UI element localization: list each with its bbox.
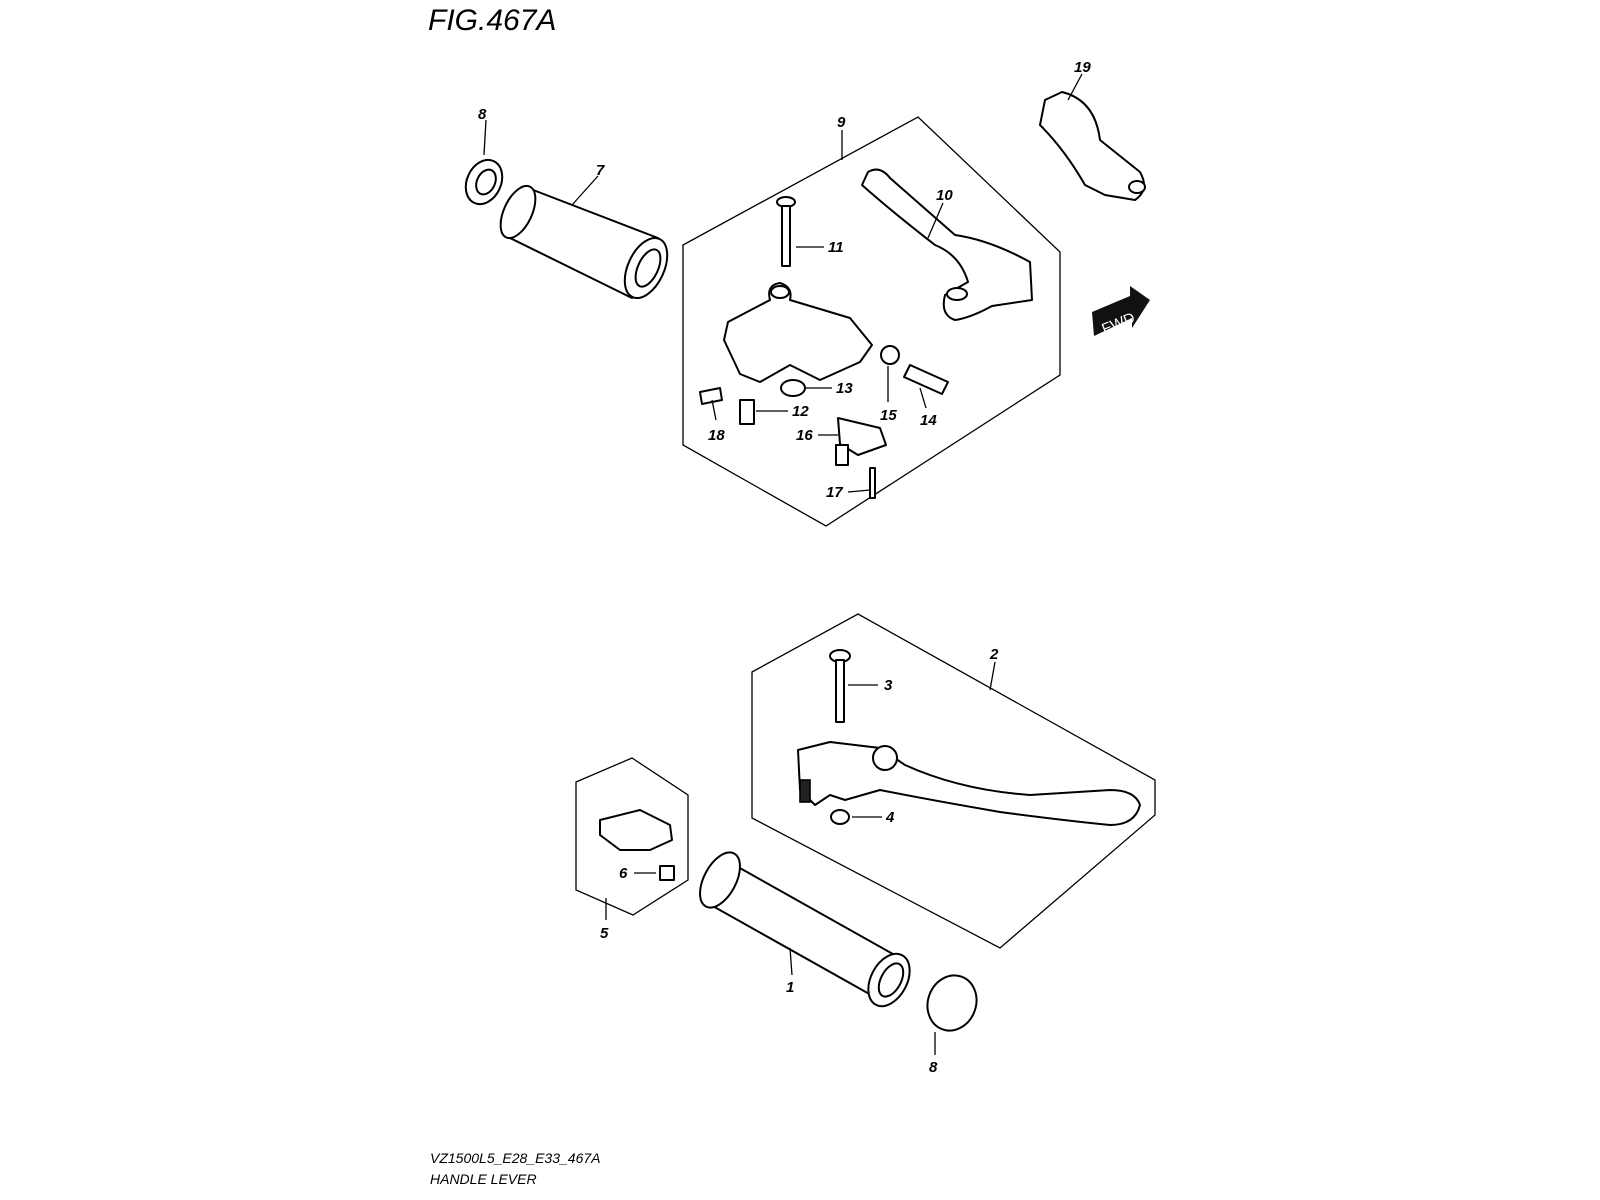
callout-19: 19 (1074, 59, 1091, 76)
figure-title: FIG.467A (428, 4, 556, 37)
callout-13: 13 (836, 380, 853, 397)
callout-9: 9 (837, 114, 846, 131)
handlebar-grip-part (499, 184, 669, 299)
callout-15: 15 (880, 407, 897, 424)
callout-labels: 8 7 9 19 10 11 13 12 18 16 15 14 17 2 3 … (478, 59, 1091, 1076)
callout-17: 17 (826, 484, 843, 501)
switch-assembly-outline (575, 757, 689, 916)
callout-11: 11 (828, 239, 844, 256)
lever-cover-part (1039, 91, 1146, 201)
callout-7: 7 (596, 162, 605, 179)
lever-pivot-bolt-part (776, 196, 796, 267)
clutch-lever-assembly-outline (682, 116, 1061, 527)
model-code: VZ1500L5_E28_E33_467A (430, 1150, 600, 1166)
throttle-grip-part (699, 851, 911, 1008)
brake-switch-part (599, 809, 675, 881)
small-parts (699, 345, 949, 499)
clutch-lever-holder-part (723, 282, 873, 383)
callout-3: 3 (884, 677, 893, 694)
callout-5: 5 (600, 925, 609, 942)
fwd-arrow-icon: FWD (1092, 286, 1150, 338)
grip-end-cap-part (926, 974, 978, 1032)
callout-16: 16 (796, 427, 813, 444)
callout-2: 2 (989, 646, 999, 663)
brake-lever-assembly-outline (751, 613, 1156, 949)
brake-pivot-bolt-part (829, 649, 851, 723)
callout-18: 18 (708, 427, 725, 444)
brake-nut-part (830, 809, 850, 825)
callout-12: 12 (792, 403, 809, 420)
clutch-lever-part (861, 168, 1033, 321)
brake-lever-part (797, 741, 1141, 826)
callout-8-bottom: 8 (929, 1059, 938, 1076)
callout-1: 1 (786, 979, 794, 996)
callout-8: 8 (478, 106, 487, 123)
grip-end-ring-part (464, 158, 504, 206)
callout-4: 4 (885, 809, 895, 826)
callout-14: 14 (920, 412, 937, 429)
section-name: HANDLE LEVER (430, 1171, 537, 1187)
callout-10: 10 (936, 187, 953, 204)
callout-6: 6 (619, 865, 628, 882)
